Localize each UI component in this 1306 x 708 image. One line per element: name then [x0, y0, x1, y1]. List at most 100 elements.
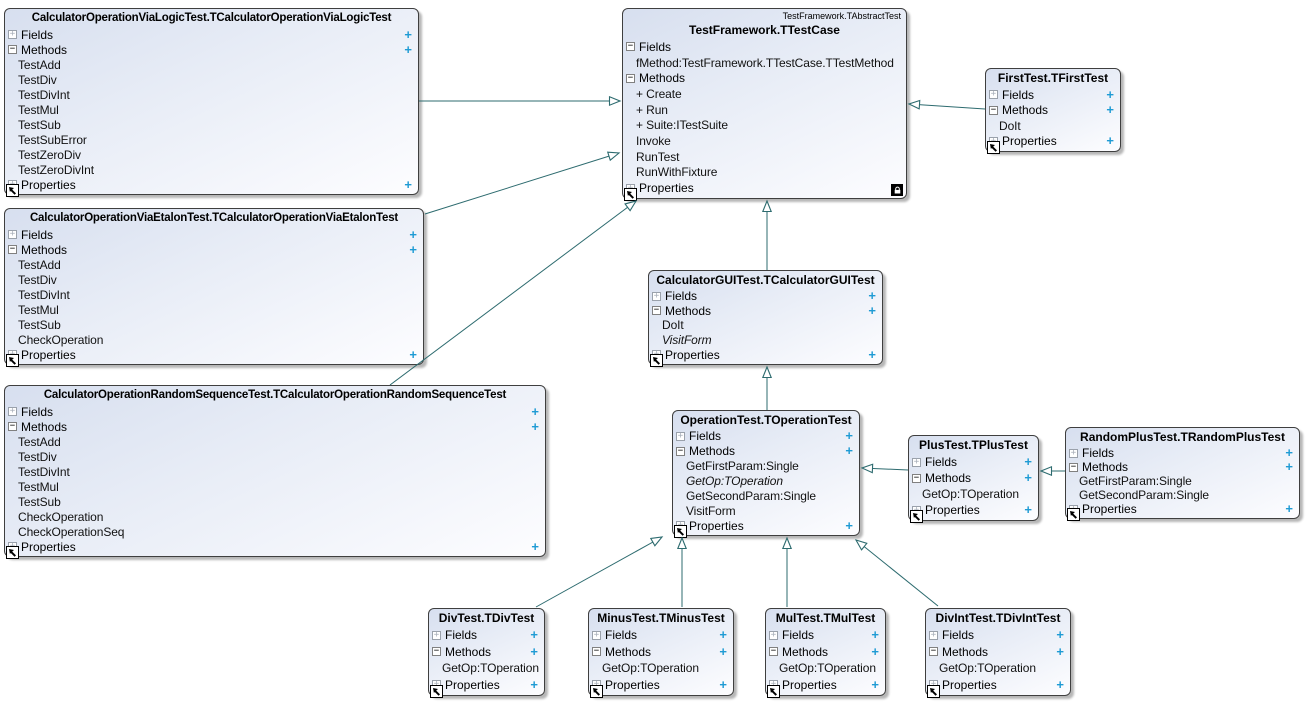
- member-row[interactable]: DoIt: [662, 318, 684, 333]
- member-row[interactable]: GetOp:TOperation: [686, 474, 783, 488]
- member-row[interactable]: fMethod:TestFramework.TTestCase.TTestMet…: [636, 55, 894, 70]
- member-row[interactable]: TestMul: [18, 479, 59, 494]
- add-member-button[interactable]: +: [409, 347, 417, 362]
- add-member-button[interactable]: +: [409, 227, 417, 242]
- collapse-toggle-icon[interactable]: −: [989, 104, 998, 115]
- member-row[interactable]: TestSub: [18, 317, 61, 332]
- add-member-button[interactable]: +: [1024, 454, 1032, 470]
- member-row[interactable]: TestDivInt: [18, 464, 70, 479]
- add-member-button[interactable]: +: [845, 518, 853, 533]
- member-row[interactable]: GetSecondParam:Single: [1079, 488, 1209, 502]
- member-row[interactable]: VisitForm: [662, 333, 712, 348]
- class-box-via-etalon-test[interactable]: CalculatorOperationViaEtalonTest.TCalcul…: [4, 208, 424, 367]
- class-box-mul-test[interactable]: MulTest.TMulTest+Fields+−Methods+GetOp:T…: [765, 608, 886, 698]
- expand-toggle-icon[interactable]: +: [929, 629, 938, 640]
- expand-toggle-icon[interactable]: +: [8, 229, 17, 239]
- expand-toggle-icon[interactable]: +: [989, 89, 998, 100]
- add-member-button[interactable]: +: [1056, 627, 1064, 643]
- collapse-toggle-icon[interactable]: −: [8, 244, 17, 254]
- collapse-toggle-icon[interactable]: −: [626, 41, 635, 52]
- collapse-toggle-icon[interactable]: −: [592, 646, 601, 657]
- member-row[interactable]: TestMul: [18, 302, 59, 317]
- add-member-button[interactable]: +: [1106, 87, 1114, 102]
- member-row[interactable]: TestAdd: [18, 57, 61, 72]
- add-member-button[interactable]: +: [868, 303, 876, 319]
- member-row[interactable]: VisitForm: [686, 503, 736, 518]
- member-row[interactable]: TestZeroDiv: [18, 147, 81, 162]
- add-member-button[interactable]: +: [845, 429, 853, 444]
- member-row[interactable]: CheckOperation: [18, 509, 104, 524]
- add-member-button[interactable]: +: [1106, 133, 1114, 149]
- class-box-div-test[interactable]: DivTest.TDivTest+Fields+−Methods+GetOp:T…: [428, 608, 545, 698]
- member-row[interactable]: GetOp:TOperation: [922, 487, 1019, 501]
- collapse-toggle-icon[interactable]: −: [912, 472, 921, 483]
- add-member-button[interactable]: +: [845, 443, 853, 459]
- add-member-button[interactable]: +: [719, 676, 727, 692]
- add-member-button[interactable]: +: [868, 347, 876, 362]
- expand-toggle-icon[interactable]: +: [8, 406, 17, 416]
- member-row[interactable]: TestMul: [18, 102, 59, 117]
- member-row[interactable]: RunWithFixture: [636, 165, 718, 180]
- expand-toggle-icon[interactable]: +: [592, 629, 601, 640]
- member-row[interactable]: DoIt: [999, 118, 1021, 133]
- expand-toggle-icon[interactable]: +: [652, 290, 661, 301]
- member-row[interactable]: TestZeroDivInt: [18, 162, 94, 177]
- member-row[interactable]: GetOp:TOperation: [442, 661, 539, 676]
- add-member-button[interactable]: +: [871, 627, 879, 643]
- add-member-button[interactable]: +: [1056, 676, 1064, 692]
- collapse-toggle-icon[interactable]: −: [626, 72, 635, 83]
- add-member-button[interactable]: +: [404, 177, 412, 192]
- member-row[interactable]: + Run: [636, 102, 668, 117]
- expand-toggle-icon[interactable]: +: [769, 629, 778, 640]
- member-row[interactable]: GetSecondParam:Single: [686, 488, 816, 503]
- class-box-plus-test[interactable]: PlusTest.TPlusTest+Fields+−Methods+GetOp…: [908, 435, 1039, 523]
- add-member-button[interactable]: +: [719, 643, 727, 659]
- expand-toggle-icon[interactable]: +: [1069, 447, 1078, 458]
- member-row[interactable]: TestDiv: [18, 272, 57, 287]
- class-box-random-sequence-test[interactable]: CalculatorOperationRandomSequenceTest.TC…: [4, 385, 546, 559]
- add-member-button[interactable]: +: [531, 539, 539, 554]
- member-row[interactable]: TestAdd: [18, 434, 61, 449]
- class-box-operation-test[interactable]: OperationTest.TOperationTest+Fields+−Met…: [672, 410, 860, 538]
- collapse-toggle-icon[interactable]: −: [8, 421, 17, 431]
- add-member-button[interactable]: +: [1024, 502, 1032, 518]
- member-row[interactable]: TestSub: [18, 117, 61, 132]
- add-member-button[interactable]: +: [531, 419, 539, 434]
- member-row[interactable]: CheckOperation: [18, 332, 104, 347]
- add-member-button[interactable]: +: [531, 404, 539, 419]
- member-row[interactable]: GetOp:TOperation: [602, 661, 699, 676]
- member-row[interactable]: TestDivInt: [18, 87, 70, 102]
- member-row[interactable]: GetFirstParam:Single: [686, 459, 799, 474]
- member-row[interactable]: TestSubError: [18, 132, 87, 147]
- expand-toggle-icon[interactable]: +: [8, 29, 17, 39]
- collapse-toggle-icon[interactable]: −: [432, 646, 441, 657]
- member-row[interactable]: Invoke: [636, 134, 671, 149]
- member-row[interactable]: GetOp:TOperation: [939, 661, 1036, 676]
- class-box-divint-test[interactable]: DivIntTest.TDivIntTest+Fields+−Methods+G…: [925, 608, 1071, 698]
- add-member-button[interactable]: +: [1285, 502, 1293, 516]
- add-member-button[interactable]: +: [719, 627, 727, 643]
- add-member-button[interactable]: +: [530, 627, 538, 643]
- add-member-button[interactable]: +: [1285, 460, 1293, 474]
- collapse-toggle-icon[interactable]: −: [769, 646, 778, 657]
- add-member-button[interactable]: +: [1056, 643, 1064, 659]
- member-row[interactable]: + Suite:ITestSuite: [636, 118, 728, 133]
- class-box-random-plus-test[interactable]: RandomPlusTest.TRandomPlusTest+Fields+−M…: [1065, 427, 1300, 521]
- member-row[interactable]: + Create: [636, 86, 682, 101]
- collapse-toggle-icon[interactable]: −: [8, 44, 17, 54]
- member-row[interactable]: RunTest: [636, 149, 680, 164]
- add-member-button[interactable]: +: [409, 242, 417, 257]
- member-row[interactable]: TestDiv: [18, 72, 57, 87]
- add-member-button[interactable]: +: [1285, 446, 1293, 460]
- class-box-via-logic-test[interactable]: CalculatorOperationViaLogicTest.TCalcula…: [4, 8, 419, 197]
- collapse-toggle-icon[interactable]: −: [652, 305, 661, 316]
- expand-toggle-icon[interactable]: +: [912, 456, 921, 467]
- class-box-minus-test[interactable]: MinusTest.TMinusTest+Fields+−Methods+Get…: [588, 608, 734, 698]
- add-member-button[interactable]: +: [404, 42, 412, 57]
- member-row[interactable]: GetOp:TOperation: [779, 661, 876, 676]
- collapse-toggle-icon[interactable]: −: [676, 445, 685, 456]
- add-member-button[interactable]: +: [1024, 470, 1032, 486]
- collapse-toggle-icon[interactable]: −: [1069, 461, 1078, 472]
- member-row[interactable]: TestDiv: [18, 449, 57, 464]
